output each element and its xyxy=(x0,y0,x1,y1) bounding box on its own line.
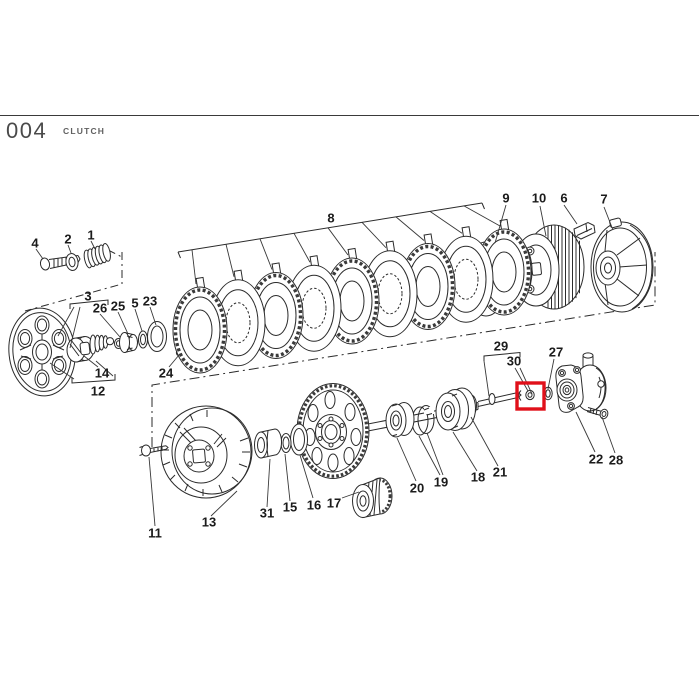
leader-lines xyxy=(35,204,616,527)
header-divider xyxy=(0,115,699,116)
hub-parts-group xyxy=(66,321,187,363)
part-callout-4[interactable]: 4 xyxy=(31,236,39,251)
part-callout-11[interactable]: 11 xyxy=(148,526,162,541)
ring-23 xyxy=(147,321,167,352)
disc-leader-lines xyxy=(191,205,501,285)
part-callout-8[interactable]: 8 xyxy=(327,211,334,226)
slave-cylinder-22 xyxy=(555,352,607,413)
bracket-12 xyxy=(71,374,116,384)
part-callout-9[interactable]: 9 xyxy=(502,191,509,206)
lower-assembly xyxy=(139,352,609,519)
bracket-8 xyxy=(177,202,485,259)
part-callout-15[interactable]: 15 xyxy=(283,500,297,515)
highlight-box[interactable] xyxy=(515,381,546,411)
part-callout-3[interactable]: 3 xyxy=(84,289,91,304)
ring-16 xyxy=(290,423,308,456)
part-callout-2[interactable]: 2 xyxy=(64,232,71,247)
part-callout-27[interactable]: 27 xyxy=(549,345,563,360)
part-callout-23[interactable]: 23 xyxy=(143,294,157,309)
pushrod-29 xyxy=(477,390,522,407)
part-callout-20[interactable]: 20 xyxy=(410,481,424,496)
clutch-basket-13 xyxy=(160,405,253,499)
hub-spacer-14 xyxy=(66,336,95,363)
part-callout-10[interactable]: 10 xyxy=(532,191,546,206)
oring-30 xyxy=(525,389,535,401)
bushing-31 xyxy=(254,428,282,459)
part-callout-18[interactable]: 18 xyxy=(471,470,485,485)
group3-dashdot-line xyxy=(24,249,123,312)
part-callout-16[interactable]: 16 xyxy=(307,498,321,513)
part-callout-1[interactable]: 1 xyxy=(87,228,94,243)
part-callout-12[interactable]: 12 xyxy=(91,384,105,399)
spring-bolt-group xyxy=(39,243,111,271)
part-callout-24[interactable]: 24 xyxy=(159,366,174,381)
part-callout-5[interactable]: 5 xyxy=(131,296,138,311)
part-callout-28[interactable]: 28 xyxy=(609,453,623,468)
part-callout-6[interactable]: 6 xyxy=(560,191,567,206)
part-callout-31[interactable]: 31 xyxy=(260,506,274,521)
part-callout-13[interactable]: 13 xyxy=(202,515,216,530)
clutch-disc-pack xyxy=(172,218,532,374)
part-callout-26[interactable]: 26 xyxy=(93,301,107,316)
part-callout-7[interactable]: 7 xyxy=(600,192,607,207)
part-callout-25[interactable]: 25 xyxy=(111,299,125,314)
bracket-29 xyxy=(483,351,521,361)
page-code: 004 xyxy=(6,118,48,143)
clip-6 xyxy=(573,221,596,240)
part-callout-21[interactable]: 21 xyxy=(493,465,507,480)
part-callout-14[interactable]: 14 xyxy=(95,366,110,381)
part-callout-22[interactable]: 22 xyxy=(589,452,603,467)
spring-1 xyxy=(83,243,111,269)
ring-15 xyxy=(280,433,292,453)
nut-25 xyxy=(119,332,138,353)
washer-5 xyxy=(138,330,148,349)
cover-7 xyxy=(590,217,654,313)
bearing-20 xyxy=(385,402,415,438)
bearing-18 xyxy=(435,387,476,431)
bolt-11 xyxy=(139,444,169,457)
bolt-28 xyxy=(586,407,609,420)
part-callout-30[interactable]: 30 xyxy=(507,354,521,369)
part-callout-19[interactable]: 19 xyxy=(434,475,448,490)
pressure-plate xyxy=(8,307,76,397)
part-callout-17[interactable]: 17 xyxy=(327,496,341,511)
pushrod-end-26 xyxy=(89,334,115,355)
pinion-gear-17 xyxy=(352,477,393,519)
primary-gear xyxy=(296,383,370,479)
part-callout-29[interactable]: 29 xyxy=(494,339,508,354)
washer-2 xyxy=(65,253,79,271)
section-title: CLUTCH xyxy=(63,126,106,136)
bracket-3 xyxy=(69,299,109,309)
